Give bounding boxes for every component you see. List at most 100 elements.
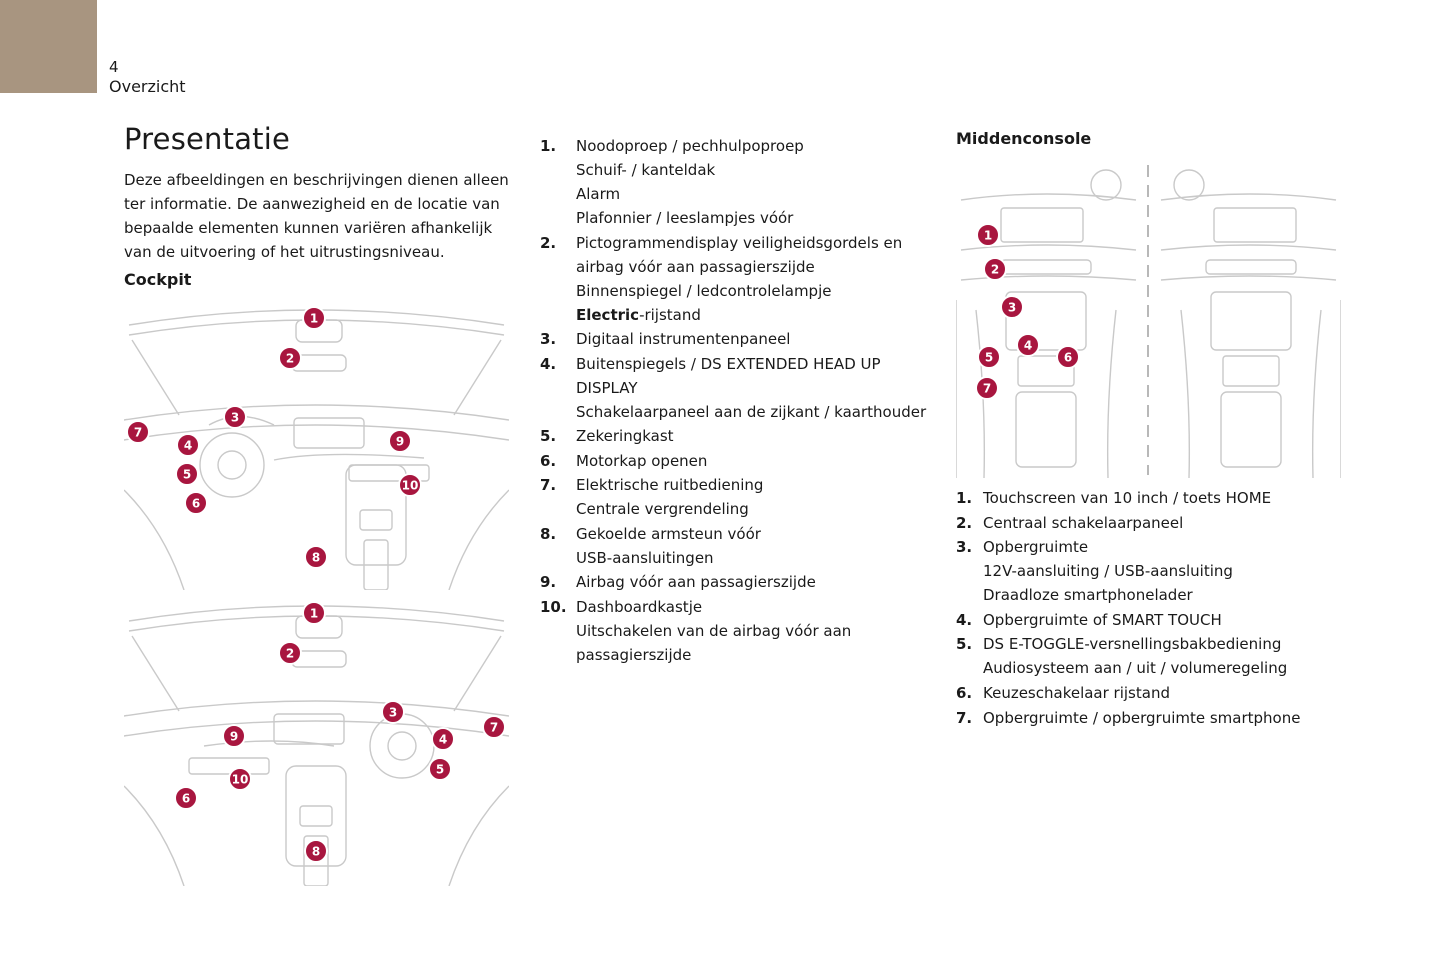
- list-item-line-text: Keuzeschakelaar rijstand: [983, 683, 1170, 702]
- callout-number: 1: [310, 312, 318, 326]
- list-item-line: passagierszijde: [576, 643, 851, 667]
- list-item-number: 10.: [540, 597, 567, 616]
- list-item-line: Electric-rijstand: [576, 303, 902, 327]
- callout-number: 6: [182, 792, 190, 806]
- list-item-line-text: Centrale vergrendeling: [576, 500, 749, 518]
- list-item-line-text: 12V-aansluiting / USB-aansluiting: [983, 562, 1233, 581]
- list-item-number: 5.: [540, 427, 557, 445]
- callout-marker: 6: [184, 491, 208, 515]
- list-item: 2. Centraal schakelaarpaneel: [956, 511, 1336, 535]
- list-item-line: airbag vóór aan passagierszijde: [576, 255, 902, 279]
- callout-marker: 2: [983, 257, 1007, 281]
- list-item-line: Noodoproep / pechhulpoproep: [576, 134, 804, 158]
- list-item-line: Keuzeschakelaar rijstand: [983, 681, 1170, 705]
- callout-number: 7: [134, 426, 142, 440]
- list-item-line: Zekeringkast: [576, 424, 674, 448]
- callout-number: 5: [985, 351, 993, 365]
- callout-marker: 4: [1016, 333, 1040, 357]
- list-item-line-text: Opbergruimte / opbergruimte smartphone: [983, 708, 1301, 727]
- callout-marker: 5: [977, 345, 1001, 369]
- list-item-number: 7.: [540, 476, 557, 494]
- list-item-line-text: Touchscreen van 10 inch / toets HOME: [983, 489, 1272, 507]
- list-item-line-text: Uitschakelen van de airbag vóór aan: [576, 621, 852, 640]
- list-item: 2. Pictogrammendisplay veiligheidsgordels…: [540, 231, 940, 327]
- callout-number: 8: [312, 845, 320, 859]
- callout-marker: 10: [398, 473, 422, 497]
- list-item-line: Binnenspiegel / ledcontrolelampje: [576, 279, 902, 303]
- list-item-line: Schuif- / kanteldak: [576, 158, 804, 182]
- intro-text: Deze afbeeldingen en beschrijvingen dien…: [124, 171, 509, 261]
- list-item-line: Centrale vergrendeling: [576, 497, 763, 521]
- callout-number: 1: [984, 229, 992, 243]
- list-item-number: 9.: [540, 573, 557, 591]
- list-item-line: Touchscreen van 10 inch / toets HOME: [983, 486, 1271, 510]
- page-title: Presentatie: [124, 122, 291, 156]
- corner-tab: [0, 0, 97, 93]
- list-item-line: USB-aansluitingen: [576, 546, 761, 570]
- list-item-line-text: Dashboardkastje: [576, 597, 703, 616]
- list-item-line-text: Motorkap openen: [576, 451, 708, 470]
- list-item-number: 7.: [956, 708, 973, 727]
- list-item-line-text: Schakelaarpaneel aan de zijkant / kaarth…: [576, 402, 927, 421]
- list-item: 5. Zekeringkast: [540, 424, 940, 448]
- callout-number: 5: [183, 468, 191, 482]
- callout-number: 8: [312, 551, 320, 565]
- list-item-text: Zekeringkast: [576, 424, 674, 448]
- list-item-number: 2.: [956, 513, 973, 532]
- list-item-line-text: Binnenspiegel / ledcontrolelampje: [576, 281, 832, 300]
- callout-number: 6: [1064, 351, 1072, 365]
- list-item-line-text: Noodoproep / pechhulpoproep: [576, 137, 804, 155]
- list-item-number: 5.: [956, 635, 973, 654]
- callout-marker: 7: [126, 420, 150, 444]
- list-item-text: Centraal schakelaarpaneel: [983, 511, 1183, 535]
- callout-marker: 3: [1000, 295, 1024, 319]
- console-legend-list: 1. Touchscreen van 10 inch / toets HOME 2.…: [956, 486, 1336, 730]
- list-item-line-text: Buitenspiegels / DS EXTENDED HEAD UP DIS…: [576, 354, 881, 397]
- list-item-text: Digitaal instrumentenpaneel: [576, 327, 790, 351]
- list-item-line-text: Schuif- / kanteldak: [576, 161, 716, 179]
- list-item: 7. Opbergruimte / opbergruimte smartphone: [956, 706, 1336, 730]
- callout-marker: 8: [304, 545, 328, 569]
- list-item: 6.Keuzeschakelaar rijstand: [956, 681, 1336, 705]
- callout-number: 6: [192, 497, 200, 511]
- list-item-emphasis: Electric: [576, 305, 640, 324]
- callout-marker: 2: [278, 641, 302, 665]
- list-item-number: 4.: [540, 354, 557, 373]
- list-item-text: Touchscreen van 10 inch / toets HOME: [983, 486, 1271, 510]
- callout-marker: 9: [222, 724, 246, 748]
- list-item-line-text: Centraal schakelaarpaneel: [983, 513, 1184, 532]
- list-item-number: 2.: [540, 233, 557, 252]
- list-item-number: 3.: [540, 330, 557, 348]
- list-item-line-text: Pictogrammendisplay veiligheidsgordels e…: [576, 233, 903, 252]
- list-item-line-text: Draadloze smartphonelader: [983, 586, 1193, 605]
- callout-number: 9: [396, 435, 404, 449]
- list-item-line-text: -rijstand: [639, 305, 701, 324]
- callout-number: 3: [231, 411, 239, 425]
- list-item: 4. Buitenspiegels / DS EXTENDED HEAD UP D…: [540, 352, 940, 424]
- list-item-line: Pictogrammendisplay veiligheidsgordels e…: [576, 231, 902, 255]
- page-number: 4: [109, 58, 119, 76]
- list-item-text: Airbag vóór aan passagierszijde: [576, 570, 816, 594]
- list-item-number: 1.: [956, 489, 973, 507]
- list-item: 9. Airbag vóór aan passagierszijde: [540, 570, 940, 594]
- list-item-line: Opbergruimte of SMART TOUCH: [983, 608, 1222, 632]
- list-item-line-text: passagierszijde: [576, 645, 692, 664]
- list-item-line: Schakelaarpaneel aan de zijkant / kaarth…: [576, 400, 940, 424]
- list-item-line-text: Gekoelde armsteun vóór: [576, 524, 761, 543]
- list-item-line-text: DS E-TOGGLE-versnellingsbakbediening: [983, 635, 1282, 654]
- callout-number: 1: [310, 607, 318, 621]
- list-item-line-text: Audiosysteem aan / uit / volumeregeling: [983, 659, 1288, 678]
- callout-marker: 3: [223, 405, 247, 429]
- callout-number: 9: [230, 730, 238, 744]
- list-item-line: Alarm: [576, 182, 804, 206]
- list-item-line: Elektrische ruitbediening: [576, 473, 763, 497]
- callout-marker: 4: [176, 433, 200, 457]
